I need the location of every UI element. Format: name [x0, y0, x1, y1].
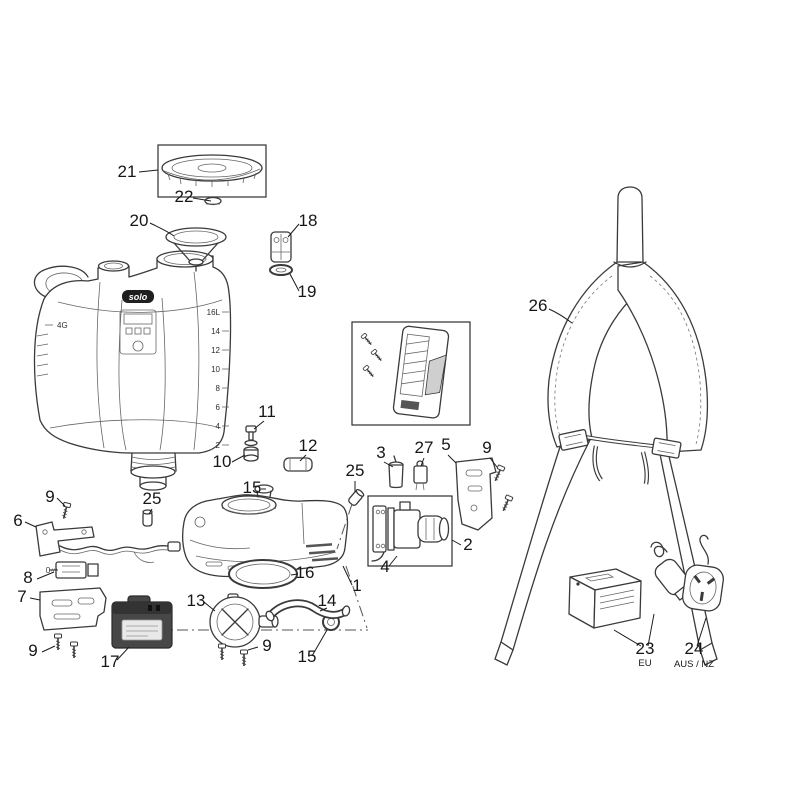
callout-15-bottom: 15 — [298, 647, 317, 666]
fitting-part-3 — [388, 455, 404, 489]
callout-14: 14 — [318, 591, 337, 610]
pump-assembly — [371, 501, 450, 562]
bracket-part-7 — [39, 587, 107, 631]
tank-cap — [161, 154, 263, 187]
strap-buckle-left — [558, 428, 589, 451]
callout-10: 10 — [213, 452, 232, 471]
seal-ring-part-16 — [228, 559, 298, 589]
graduation-label: 6 — [216, 403, 221, 412]
tank-control-panel — [119, 309, 157, 355]
callout-23: 23 — [636, 639, 655, 658]
rail-bracket-part-6 — [35, 521, 95, 557]
tank-graduation-scale: 16L 14 12 10 8 6 4 2 4G — [45, 308, 229, 450]
callout-9-bottomleft: 9 — [28, 641, 37, 660]
callout-13: 13 — [187, 591, 206, 610]
callout-8: 8 — [23, 568, 32, 587]
circuit-board — [392, 325, 450, 419]
eu-plug-cord — [650, 541, 668, 558]
cap-gasket — [204, 196, 222, 206]
callout-17: 17 — [101, 652, 120, 671]
brand-badge-label: solo — [129, 292, 148, 302]
hose-part-14 — [265, 599, 351, 622]
leader-lines — [24, 169, 573, 661]
control-board-box — [351, 321, 471, 426]
callout-2: 2 — [463, 535, 472, 554]
callout-27: 27 — [415, 438, 434, 457]
coupler-part-18 — [270, 231, 292, 263]
callout-25-top: 25 — [346, 461, 365, 480]
battery-charger — [568, 568, 642, 629]
callout-26: 26 — [529, 296, 548, 315]
board-screws — [360, 332, 384, 380]
tank-outlet — [130, 452, 177, 491]
callout-9-bottom: 9 — [262, 636, 271, 655]
hose-nipple-part-12 — [283, 457, 313, 472]
callout-11: 11 — [258, 402, 276, 421]
bushing-part-25-left — [142, 509, 153, 527]
fill-strainer — [165, 227, 227, 272]
callout-6: 6 — [13, 511, 22, 530]
callouts: 21 22 20 18 19 26 11 10 12 25 15 3 27 5 … — [13, 162, 714, 671]
gallons-label: 4G — [57, 321, 68, 330]
callout-1: 1 — [352, 576, 361, 595]
label-eu: EU — [638, 658, 651, 669]
brand-badge — [122, 290, 154, 303]
graduation-label: 12 — [211, 346, 220, 355]
callout-4: 4 — [380, 557, 389, 576]
switch-part-27 — [413, 460, 428, 491]
callout-18: 18 — [299, 211, 318, 230]
label-aus-nz: AUS / NZ — [674, 659, 714, 670]
callout-9-right: 9 — [482, 438, 491, 457]
callout-19: 19 — [298, 282, 317, 301]
strap-buckle-right — [651, 437, 682, 459]
callout-5: 5 — [441, 435, 450, 454]
screws-part-9-bottomleft — [53, 633, 79, 659]
callout-9-topleft: 9 — [45, 487, 54, 506]
callout-24: 24 — [685, 639, 704, 658]
callout-12: 12 — [299, 436, 318, 455]
callout-22: 22 — [175, 187, 194, 206]
mount-bracket-part-5 — [455, 457, 497, 531]
aus-plug-cord — [699, 534, 709, 565]
terminal-part-8 — [46, 561, 99, 579]
graduation-label: 4 — [216, 422, 221, 431]
graduation-label: 16L — [207, 308, 221, 317]
graduation-label: 8 — [216, 384, 221, 393]
bushing-part-25-top — [348, 488, 365, 506]
graduation-label: 14 — [211, 327, 220, 336]
graduation-label: 2 — [216, 441, 221, 450]
callout-20: 20 — [130, 211, 149, 230]
screw-part-9-topleft — [59, 501, 72, 521]
tank-small-neck — [97, 260, 130, 272]
pump-box — [367, 495, 453, 567]
dome-cover-part-13 — [209, 593, 279, 648]
valve-part-11 — [244, 425, 258, 447]
wire-harness — [59, 541, 181, 563]
callout-15-top: 15 — [243, 478, 262, 497]
base-housing — [182, 484, 349, 578]
callout-21: 21 — [118, 162, 137, 181]
battery-pack — [111, 595, 173, 649]
tank-grip-texture — [36, 333, 49, 377]
aus-nz-plug — [682, 534, 724, 612]
callout-3: 3 — [376, 443, 385, 462]
tank-handle — [33, 265, 89, 298]
callout-7: 7 — [17, 587, 26, 606]
callout-25-left: 25 — [143, 489, 162, 508]
callout-16: 16 — [296, 563, 315, 582]
tank: solo 16L 14 12 10 8 6 4 2 4G — [33, 250, 232, 491]
graduation-label: 10 — [211, 365, 220, 374]
fitting-part-10 — [243, 446, 259, 462]
seal-ring-part-19 — [269, 264, 293, 276]
